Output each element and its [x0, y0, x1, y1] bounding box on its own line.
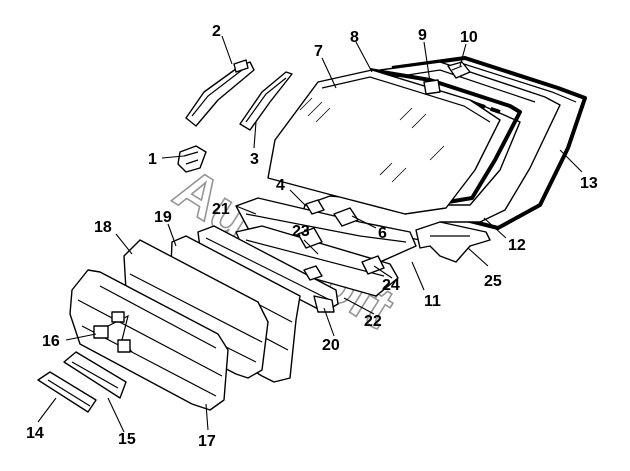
- leader-lines: [37, 35, 583, 433]
- callout-24: 24: [382, 277, 400, 294]
- bracket-right: [415, 221, 491, 263]
- callout-13: 13: [580, 175, 598, 192]
- small-bracket-b: [333, 207, 359, 227]
- callout-11: 11: [424, 293, 441, 310]
- pillar-trim-left: [185, 59, 255, 127]
- callout-22: 22: [364, 313, 382, 330]
- callout-9: 9: [418, 27, 427, 44]
- bumper-cover: [69, 269, 229, 411]
- callout-23: 23: [292, 223, 310, 240]
- callout-7: 7: [314, 43, 323, 60]
- license-plate-bracket: [63, 351, 127, 399]
- pillar-trim-right: [239, 71, 293, 131]
- callout-3: 3: [250, 151, 259, 168]
- callout-labels: 1 2 3 4 6 7 8 9 10 11 12 13 14 15 16 17 …: [26, 23, 598, 450]
- bumper-beam: [197, 225, 339, 313]
- callout-19: 19: [154, 209, 172, 226]
- small-bracket-c: [297, 227, 323, 249]
- callout-6: 6: [378, 225, 387, 242]
- callout-2: 2: [212, 23, 221, 40]
- fog-lamp-harness: [93, 311, 133, 353]
- callout-15: 15: [118, 431, 136, 448]
- callout-4: 4: [276, 177, 285, 194]
- callout-20: 20: [322, 337, 340, 354]
- callout-8: 8: [350, 29, 359, 46]
- callout-25: 25: [484, 273, 502, 290]
- callout-14: 14: [26, 425, 44, 442]
- callout-17: 17: [198, 433, 216, 450]
- callout-16: 16: [42, 333, 60, 350]
- small-bracket-a: [305, 199, 325, 215]
- callout-18: 18: [94, 219, 112, 236]
- mirror-mount: [423, 79, 441, 95]
- clip-bracket: [177, 145, 207, 173]
- license-plate: [37, 371, 97, 413]
- windshield-glass: [267, 69, 501, 215]
- callout-21: 21: [212, 201, 230, 218]
- callout-10: 10: [460, 29, 478, 46]
- callout-12: 12: [508, 237, 526, 254]
- callout-1: 1: [148, 151, 157, 168]
- rain-sensor: [447, 61, 471, 79]
